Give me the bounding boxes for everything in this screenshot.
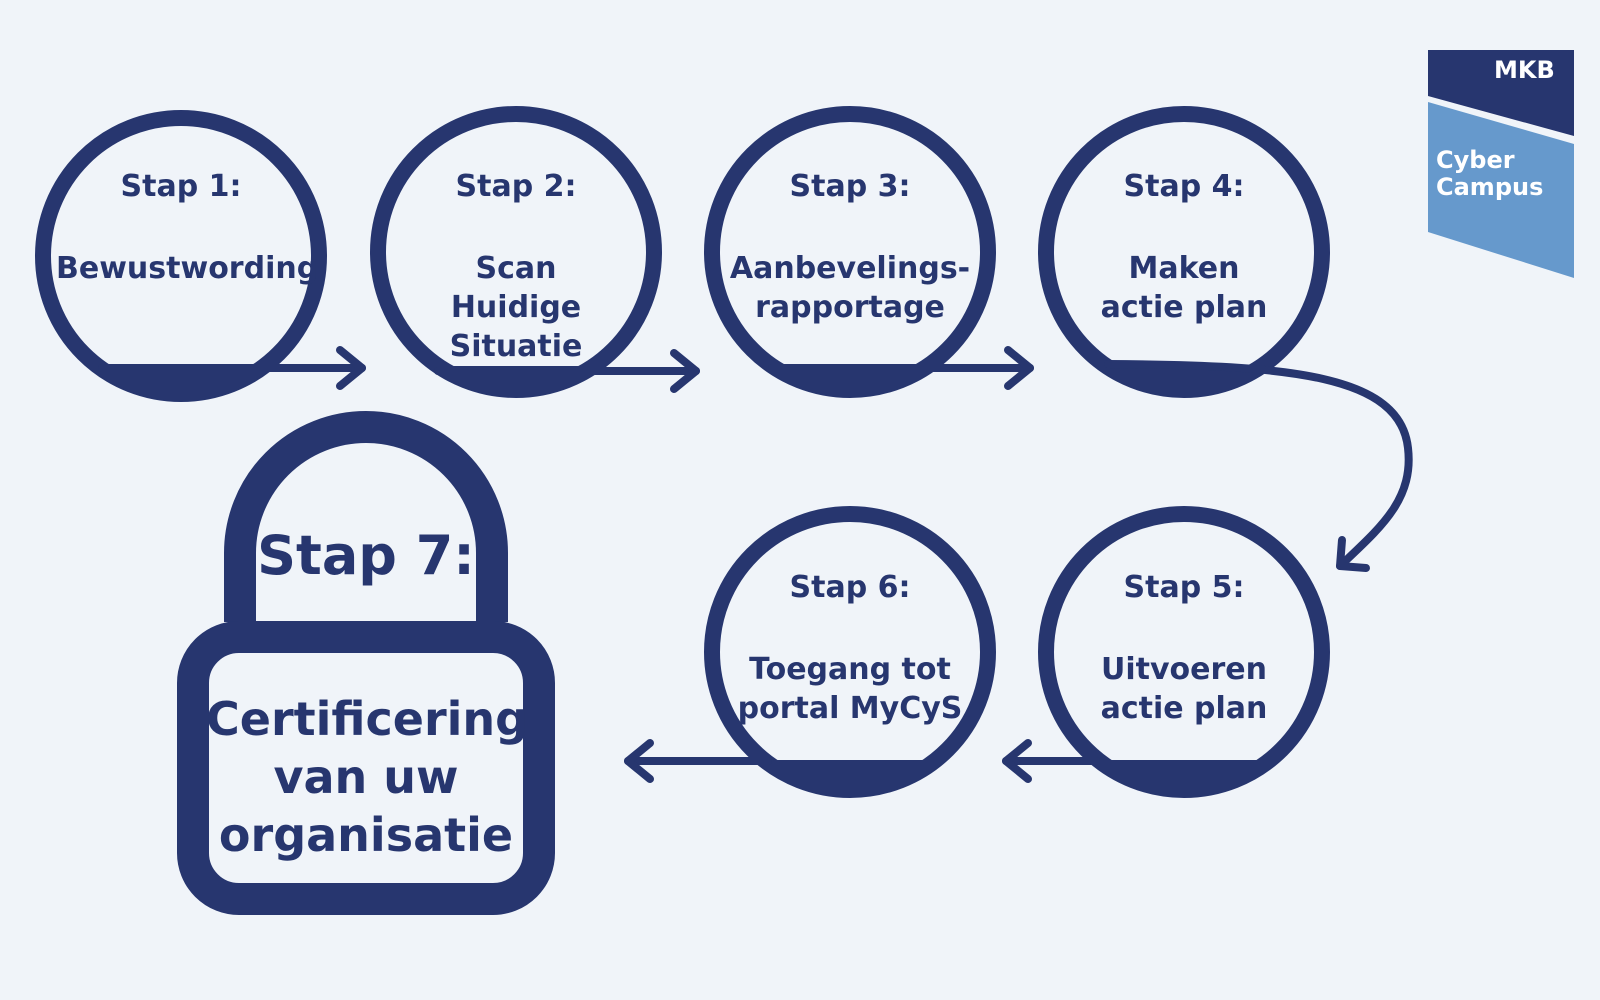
step-3-text: Aanbevelings- rapportage xyxy=(729,251,971,325)
arrow-step6-to-step7 xyxy=(624,739,772,783)
padlock-icon xyxy=(177,411,555,915)
step-7-text: Certificering van uw organisatie xyxy=(206,692,529,862)
step-5-title: Stap 5: xyxy=(1123,570,1245,605)
logo-cyber-text: Cyber xyxy=(1436,146,1515,174)
arrow-step1-to-step2 xyxy=(98,346,366,390)
step-4-title: Stap 4: xyxy=(1123,169,1245,204)
step-1-title: Stap 1: xyxy=(120,169,242,204)
arrow-step3-to-step4 xyxy=(768,346,1034,390)
step-7-title: Stap 7: xyxy=(257,524,475,587)
step-5-text: Uitvoeren actie plan xyxy=(1100,652,1268,726)
arrow-step4-to-step5 xyxy=(1104,360,1413,572)
step-3-title: Stap 3: xyxy=(789,169,911,204)
logo-mkb-text: MKB xyxy=(1494,56,1555,84)
arrow-step2-to-step3 xyxy=(434,349,700,393)
logo-campus-text: Campus xyxy=(1436,173,1544,201)
arrow-step5-to-step6 xyxy=(1002,739,1100,783)
step-1-text: Bewustwording xyxy=(56,251,319,286)
step-2-text: Scan Huidige Situatie xyxy=(449,251,583,364)
step-2-title: Stap 2: xyxy=(455,169,577,204)
step-4-text: Maken actie plan xyxy=(1100,251,1268,325)
step-6-title: Stap 6: xyxy=(789,570,911,605)
mkb-cyber-campus-logo xyxy=(1428,50,1574,278)
step-6-text: Toegang tot portal MyCyS xyxy=(737,652,963,726)
